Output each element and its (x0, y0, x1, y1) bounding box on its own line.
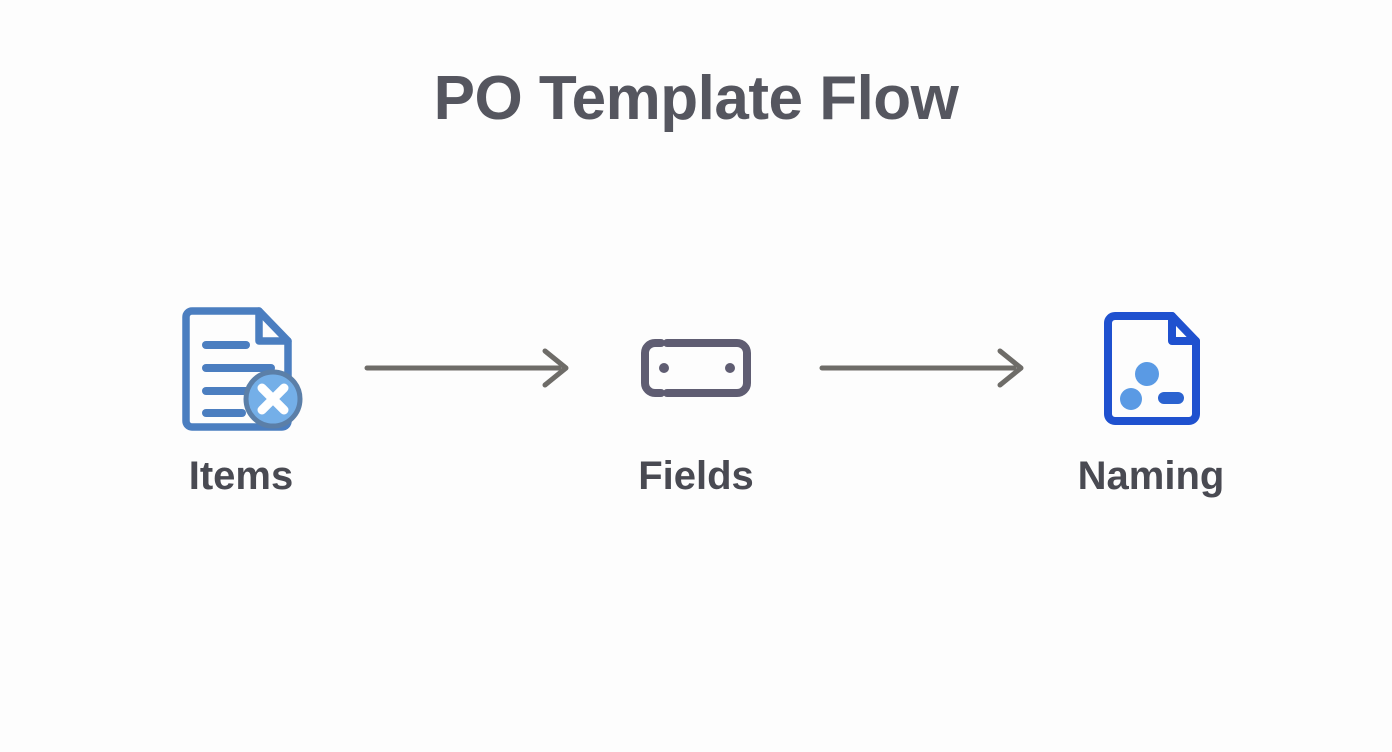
arrow-right-icon (819, 348, 1024, 388)
flow-step-items-label: Items (188, 454, 294, 498)
items-icon-box (176, 300, 306, 436)
flow-row: Items Fields (0, 300, 1392, 496)
document-tags-icon (1104, 312, 1200, 425)
flow-step-items[interactable]: Items (121, 300, 361, 496)
fields-icon-box (631, 300, 761, 436)
page-title: PO Template Flow (433, 64, 959, 133)
arrow-right-icon (364, 348, 569, 388)
flow-step-fields-label: Fields (638, 454, 754, 498)
form-field-icon (641, 339, 751, 397)
flow-step-naming-label: Naming (1077, 454, 1225, 498)
flow-step-naming[interactable]: Naming (1031, 300, 1271, 496)
flow-step-fields[interactable]: Fields (576, 300, 816, 496)
naming-icon-box (1086, 300, 1216, 436)
arrow-items-to-fields (361, 300, 576, 436)
arrow-fields-to-naming (816, 300, 1031, 436)
document-remove-icon (182, 307, 303, 431)
